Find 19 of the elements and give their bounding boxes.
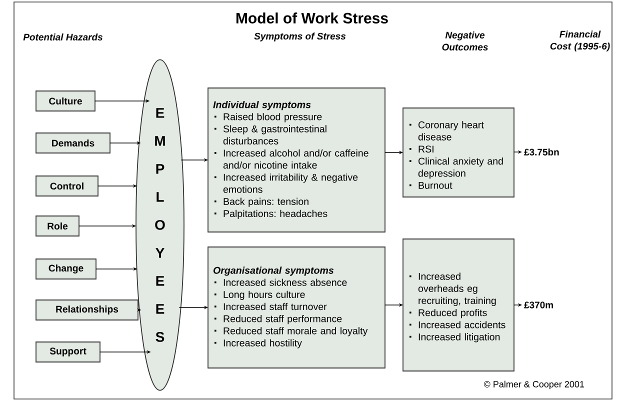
hazard-box: Change (36, 258, 96, 280)
hazard-box: Relationships (36, 300, 138, 320)
symptom-box: Increased overheads eg recruiting, training Reduced profits Increased accidents Increased litigation (402, 238, 514, 372)
copyright-note: © Palmer & Cooper 2001 (484, 380, 584, 390)
column-heading: Symptoms of Stress (254, 32, 346, 42)
symptom-box: Coronary heart disease RSI Clinical anxiety and depression Burnout (402, 108, 514, 198)
column-heading: Financial Cost (1995-6) (550, 30, 610, 52)
cost-figure: £3.75bn (524, 148, 559, 156)
hazard-box: Support (36, 342, 100, 362)
cost-figure: £370m (524, 302, 553, 308)
title: Model of Work Stress (236, 12, 388, 24)
column-heading: Potential Hazards (23, 34, 103, 40)
hazard-box: Demands (36, 132, 110, 154)
hazard-box: Culture (36, 90, 96, 112)
column-heading: Negative Outcomes (442, 32, 488, 50)
hazard-box: Control (36, 176, 98, 196)
symptom-box: Individual symptoms Raised blood pressure Sleep & gastrointestinal disturbances Increased alcohol and/or caffeine and/or nicotine intake Increased irritability & negative emotions Back pains: tension Palpitations: headaches (208, 88, 386, 232)
hazard-box: Role (36, 216, 80, 236)
symptom-box: Organisational symptoms Increased sickness absence Long hours culture Increased staff turnover Reduced staff performance Reduced staff morale and loyalty Increased hostility (208, 246, 386, 368)
